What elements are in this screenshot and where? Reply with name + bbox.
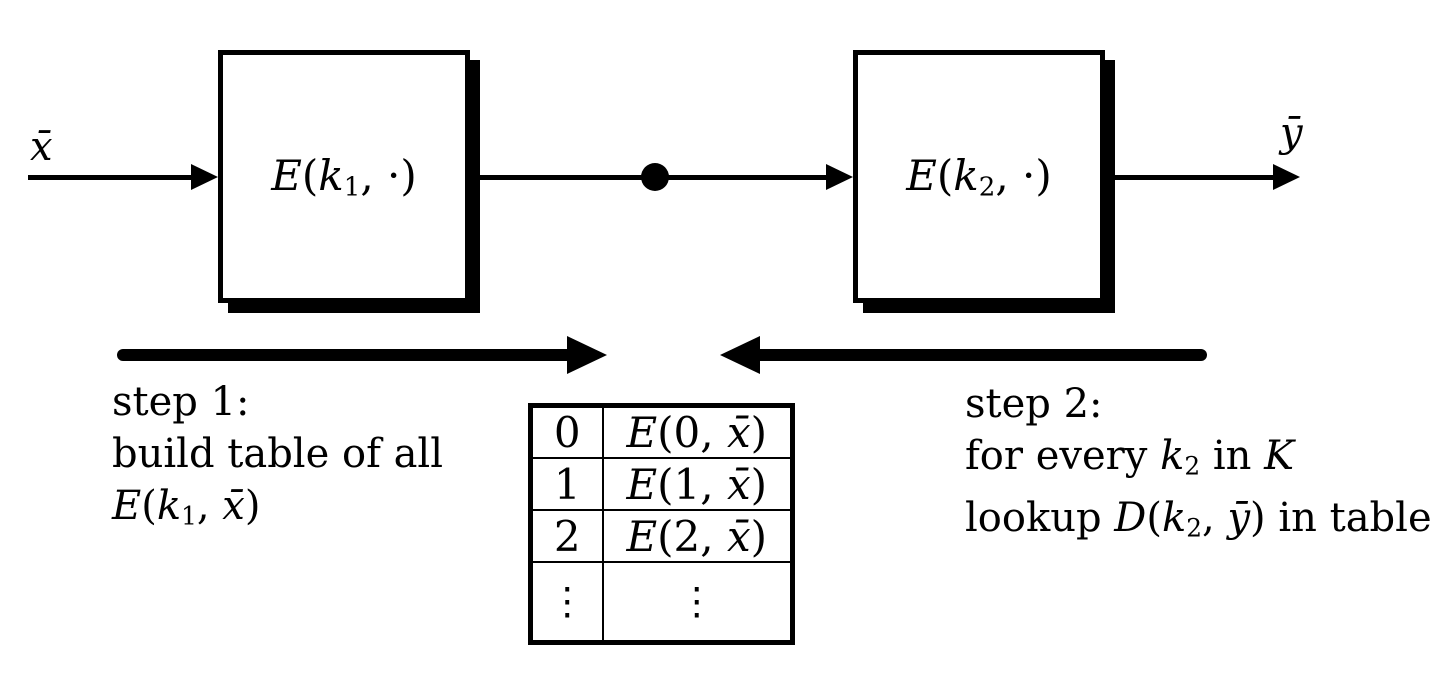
key-cell: ⋮	[529, 561, 604, 643]
output-wire	[1108, 175, 1274, 180]
value-cell: E(2, x̄)	[601, 509, 794, 563]
key-cell: 2	[529, 509, 604, 563]
step1-caption: step 1: build table of all E(k1, x̄)	[112, 376, 443, 542]
input-wire	[28, 175, 194, 180]
encryption-box-2-label: E(k2, ·)	[906, 150, 1052, 203]
output-arrowhead-icon	[1273, 164, 1300, 190]
step2-caption: step 2: for every k2 in K lookup D(k2, y…	[965, 378, 1432, 555]
input-signal-label: x̄	[30, 124, 53, 170]
encryption-box-1-label: E(k1, ·)	[271, 150, 417, 203]
input-arrowhead-icon	[191, 164, 218, 190]
table-row-ellipsis: ⋮ ⋮	[529, 561, 794, 643]
lookup-table: 0 E(0, x̄) 1 E(1, x̄) 2 E(2, x̄) ⋮ ⋮	[528, 403, 795, 645]
step1-arrowhead-icon	[567, 336, 607, 374]
value-cell: ⋮	[601, 561, 794, 643]
junction-dot	[641, 163, 669, 191]
step2-arrowhead-icon	[720, 336, 760, 374]
table-row: 2 E(2, x̄)	[529, 509, 794, 563]
step2-caption-line2: for every k2 in K	[965, 433, 1295, 481]
value-cell: E(1, x̄)	[601, 457, 794, 511]
step2-arrow-shaft	[756, 349, 1207, 361]
encryption-box-1: E(k1, ·)	[218, 50, 470, 303]
key-cell: 1	[529, 457, 604, 511]
step2-caption-line1: step 2:	[965, 381, 1103, 427]
output-signal-label: ȳ	[1280, 110, 1303, 156]
step1-caption-line1: step 1:	[112, 379, 250, 425]
value-cell: E(0, x̄)	[601, 404, 794, 459]
step2-caption-line3: lookup D(k2, ȳ) in table	[965, 495, 1432, 543]
step1-arrow-shaft	[117, 349, 572, 361]
step1-caption-line2: build table of all	[112, 431, 444, 477]
table-row: 0 E(0, x̄)	[529, 404, 794, 459]
key-cell: 0	[529, 404, 604, 459]
middle-arrowhead-icon	[826, 164, 853, 190]
encryption-box-2: E(k2, ·)	[853, 50, 1105, 303]
table-row: 1 E(1, x̄)	[529, 457, 794, 511]
step1-caption-line3: E(k1, x̄)	[112, 483, 261, 531]
